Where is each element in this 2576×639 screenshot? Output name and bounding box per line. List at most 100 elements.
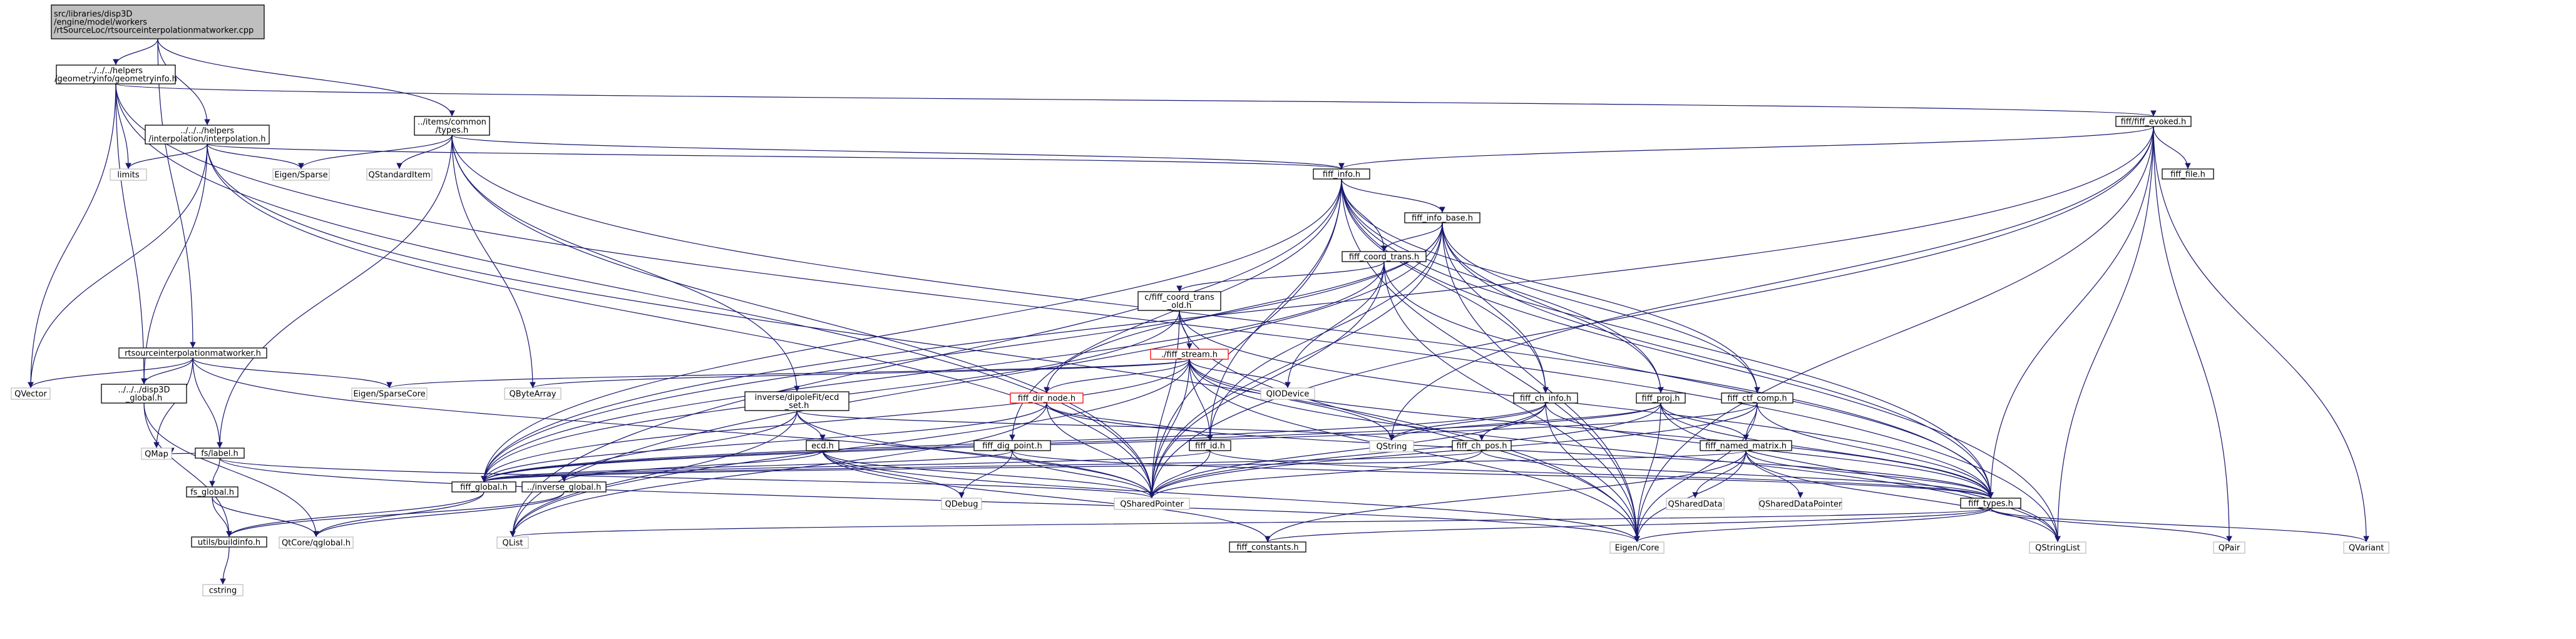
node-box — [1721, 392, 1793, 404]
graph-node-rtworker[interactable]: rtsourceinterpolationmatworker.h — [118, 347, 267, 359]
edge-fiff_named_matrix-to-qshareddatapointer — [1745, 450, 1804, 499]
edge-inverse_global-to-qtcore_qglobal — [313, 491, 565, 538]
edge-path — [2153, 126, 2232, 543]
graph-node-utils_buildinfo[interactable]: utils/buildinfo.h — [191, 536, 267, 548]
edge-path — [561, 410, 798, 483]
graph-node-c_fiff_coord_trans_old[interactable]: c/fiff_coord_trans_old.h — [1137, 291, 1221, 311]
graph-node-fs_global[interactable]: fs_global.h — [186, 486, 239, 498]
graph-node-qvector: QVector — [11, 387, 51, 400]
edge-fiff_ch_pos-to-fiff_global — [481, 450, 1482, 483]
graph-node-fiff_id[interactable]: fiff_id.h — [1189, 440, 1231, 451]
edge-fiff_evoked-to-qpair — [2153, 126, 2232, 543]
edge-fiff_types-to-fiff_constants — [1265, 508, 1991, 543]
edge-fiff_coord_trans-to-qsharedpointer — [1149, 261, 1385, 499]
graph-node-fiff_types[interactable]: fiff_types.h — [1960, 498, 2021, 509]
node-label: Eigen/Sparse — [274, 171, 327, 180]
edge-path — [1046, 402, 1155, 499]
graph-node-fiff_file[interactable]: fiff_file.h — [2162, 168, 2214, 180]
node-label: fs/label.h — [201, 449, 239, 459]
edge-path — [1745, 450, 2061, 543]
graph-node-inverse_global[interactable]: ../inverse_global.h — [521, 481, 607, 493]
edge-fiff_info_base-to-fiff_coord_trans — [1381, 222, 1443, 252]
graph-node-disp3d_global[interactable]: ../../../disp3D_global.h — [101, 384, 187, 404]
graph-node-fiff_dir_node[interactable]: fiff_dir_node.h — [1010, 392, 1084, 404]
edge-path — [115, 83, 1155, 499]
edge-path — [1442, 222, 1664, 394]
graph-node-fiff_evoked[interactable]: fiff/fiff_evoked.h — [2115, 116, 2192, 127]
graph-node-root[interactable]: src/libraries/disp3D/engine/model/worker… — [51, 4, 265, 39]
edge-fiff_info-to-eigen_core — [1341, 178, 1640, 543]
node-box — [1229, 541, 1306, 553]
edge-path — [1149, 261, 1385, 499]
node-label: fiff_global.h — [460, 483, 508, 493]
graph-node-fiff_coord_trans[interactable]: fiff_coord_trans.h — [1342, 251, 1427, 262]
graph-node-fiff_ch_pos[interactable]: fiff_ch_pos.h — [1452, 440, 1512, 451]
node-label: Eigen/Core — [1615, 544, 1660, 553]
node-box — [56, 64, 176, 84]
edge-path — [386, 359, 1190, 389]
graph-node-interpolation[interactable]: ../../../helpers/interpolation/interpola… — [145, 125, 270, 145]
edge-path — [1660, 402, 1749, 441]
graph-node-qshareddatapointer: QSharedDataPointer — [1758, 498, 1842, 510]
edge-path — [1442, 222, 1994, 499]
graph-node-fiff_ch_info[interactable]: fiff_ch_info.h — [1513, 392, 1578, 404]
node-label: fiff_coord_trans.h — [1349, 253, 1419, 262]
graph-node-fiff_constants[interactable]: fiff_constants.h — [1229, 541, 1306, 553]
edge-path — [481, 450, 1211, 483]
edge-path — [1012, 450, 1994, 499]
edge-interpolation-to-eigen_sparse — [207, 143, 304, 170]
node-label: limits — [117, 171, 140, 180]
edge-path — [28, 143, 208, 389]
graph-node-inverse_ecd_set[interactable]: inverse/dipoleFit/ecd_set.h — [744, 391, 849, 411]
graph-node-ecd[interactable]: ecd.h — [806, 440, 839, 451]
edge-path — [1189, 359, 2061, 543]
graph-node-geometryinfo[interactable]: ../../../helpers/geometryinfo/geometryin… — [54, 64, 177, 84]
edge-fiff_dir_node-to-fiff_id — [1046, 402, 1213, 441]
graph-node-fiff_global[interactable]: fiff_global.h — [451, 481, 516, 493]
node-box — [941, 498, 982, 510]
edge-fiff_ch_info-to-fiff_ch_pos — [1479, 402, 1546, 441]
node-label: fiff_ch_pos.h — [1457, 442, 1507, 451]
node-label: QtCore/qglobal.h — [282, 539, 351, 548]
edge-fs_label-to-fs_global — [209, 458, 220, 488]
edge-path — [1660, 402, 2061, 543]
graph-node-fiff_named_matrix[interactable]: fiff_named_matrix.h — [1700, 440, 1792, 451]
graph-node-fiff_stream[interactable]: ./fiff_stream.h — [1150, 349, 1229, 360]
edge-path — [481, 359, 1190, 483]
edge-fiff_ch_info-to-eigen_core — [1545, 402, 1640, 543]
edge-path — [1149, 178, 1342, 499]
edge-disp3d_global-to-qtcore_qglobal — [143, 402, 319, 538]
graph-node-fiff_dig_point[interactable]: fiff_dig_point.h — [973, 440, 1051, 451]
edge-path — [209, 458, 220, 488]
node-label: inverse/dipoleFit/ecd — [755, 393, 839, 402]
node-label: ../../../helpers — [89, 66, 143, 76]
node-label: src/libraries/disp3D — [54, 10, 132, 19]
edge-path — [313, 491, 565, 538]
edge-path — [1634, 402, 1661, 543]
edge-path — [157, 38, 455, 117]
edge-root-to-types — [157, 38, 455, 117]
edge-path — [217, 135, 453, 449]
edge-path — [451, 135, 536, 389]
graph-node-fiff_proj[interactable]: fiff_proj.h — [1636, 392, 1686, 404]
edge-path — [481, 178, 1342, 483]
edge-path — [1634, 450, 1747, 543]
edge-types-to-qstandarditem — [396, 135, 453, 170]
node-box — [451, 481, 516, 493]
edge-fiff_id-to-fiff_global — [481, 450, 1211, 483]
graph-node-fiff_info[interactable]: fiff_info.h — [1313, 168, 1370, 180]
edge-geometryinfo-to-limits — [115, 83, 131, 170]
graph-node-fiff_info_base[interactable]: fiff_info_base.h — [1404, 212, 1480, 223]
edge-path — [115, 83, 2156, 117]
graph-node-types[interactable]: ../items/common/types.h — [414, 116, 490, 136]
edge-path — [226, 491, 485, 538]
edge-path — [1442, 222, 1760, 394]
edge-path — [1388, 402, 1546, 441]
graph-node-fiff_ctf_comp[interactable]: fiff_ctf_comp.h — [1721, 392, 1793, 404]
node-label: QPair — [2219, 544, 2240, 553]
edge-fiff_stream-to-qstringlist — [1189, 359, 2061, 543]
graph-node-fs_label[interactable]: fs/label.h — [195, 447, 245, 459]
edge-fiff_evoked-to-fiff_global — [481, 126, 2154, 483]
node-box — [366, 168, 433, 181]
edge-path — [1388, 126, 2154, 441]
